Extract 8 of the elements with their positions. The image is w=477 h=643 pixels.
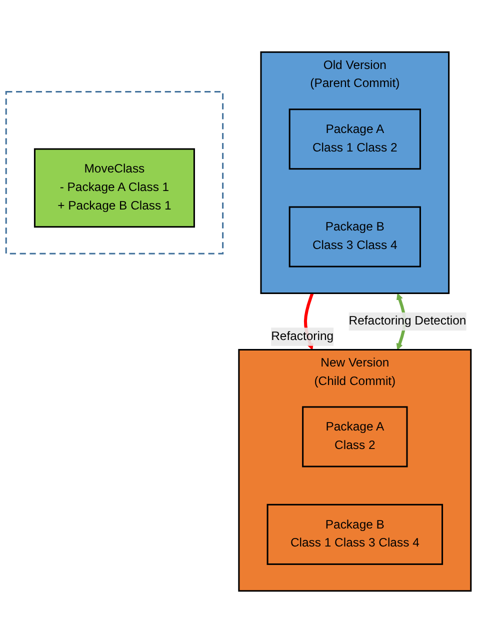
cluster bbox=[5, 91, 224, 254]
node-box: Package B Class 1 Class 3 Class 4 bbox=[266, 504, 444, 565]
node-box: MoveClass - Package A Class 1 + Package B Class 1 bbox=[34, 148, 195, 228]
node-box: Package A Class 1 Class 2 bbox=[288, 108, 421, 170]
edge-label: Refactoring bbox=[271, 330, 334, 343]
node-box: Package A Class 2 bbox=[302, 406, 408, 468]
edge-label: Refactoring Detection bbox=[348, 314, 466, 328]
node-box: Package B Class 3 Class 4 bbox=[288, 206, 421, 268]
